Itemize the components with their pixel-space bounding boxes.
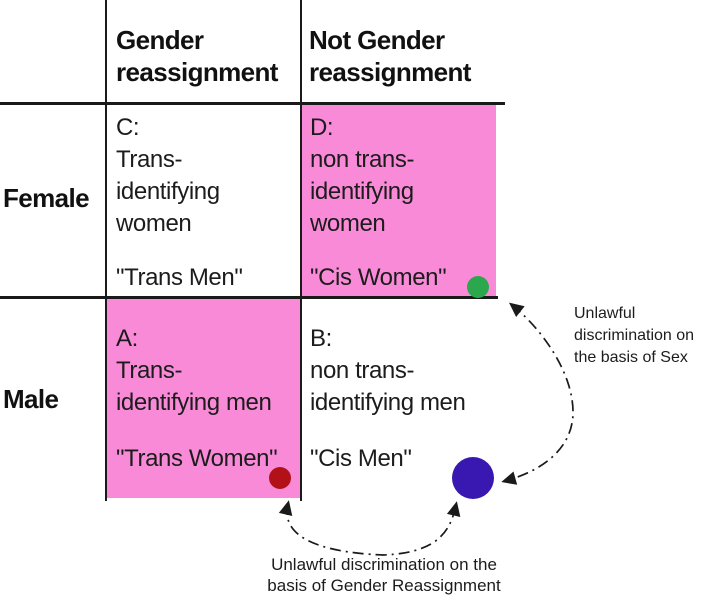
cell-c-quote: "Trans Men" [116,264,243,291]
row-header-female: Female [3,183,90,213]
table-horizontal-line-middle [0,296,498,299]
sex-discrimination-arrow [501,302,574,485]
cell-a-highlight [107,299,300,498]
green-dot-cis-women [467,276,489,298]
gender-reassignment-note: Unlawful discrimination on the basis of … [267,555,501,595]
column-header-gender-reassignment: Gender reassignment [116,25,278,87]
sex-discrimination-note: Unlawful discrimination on the basis of … [574,305,695,366]
table-horizontal-line-top [0,102,505,105]
table-vertical-line-left [105,0,107,501]
cell-d-quote: "Cis Women" [310,264,447,291]
cell-a-text: A: Trans- identifying men [116,325,272,416]
blue-circle-comparator [452,457,494,499]
cell-a-quote: "Trans Women" [116,445,278,472]
cell-b-quote: "Cis Men" [310,445,412,472]
cell-d-text: D: non trans- identifying women [310,114,415,237]
gender-reassignment-arrow [278,500,461,556]
column-header-not-gender-reassignment: Not Gender reassignment [309,25,471,87]
cell-c-text: C: Trans- identifying women [116,114,220,237]
table-vertical-line-middle [300,0,302,501]
red-dot-trans-women [269,467,291,489]
row-header-male: Male [3,384,59,414]
cell-b-text: B: non trans- identifying men [310,325,466,416]
cell-d-highlight [302,105,496,296]
